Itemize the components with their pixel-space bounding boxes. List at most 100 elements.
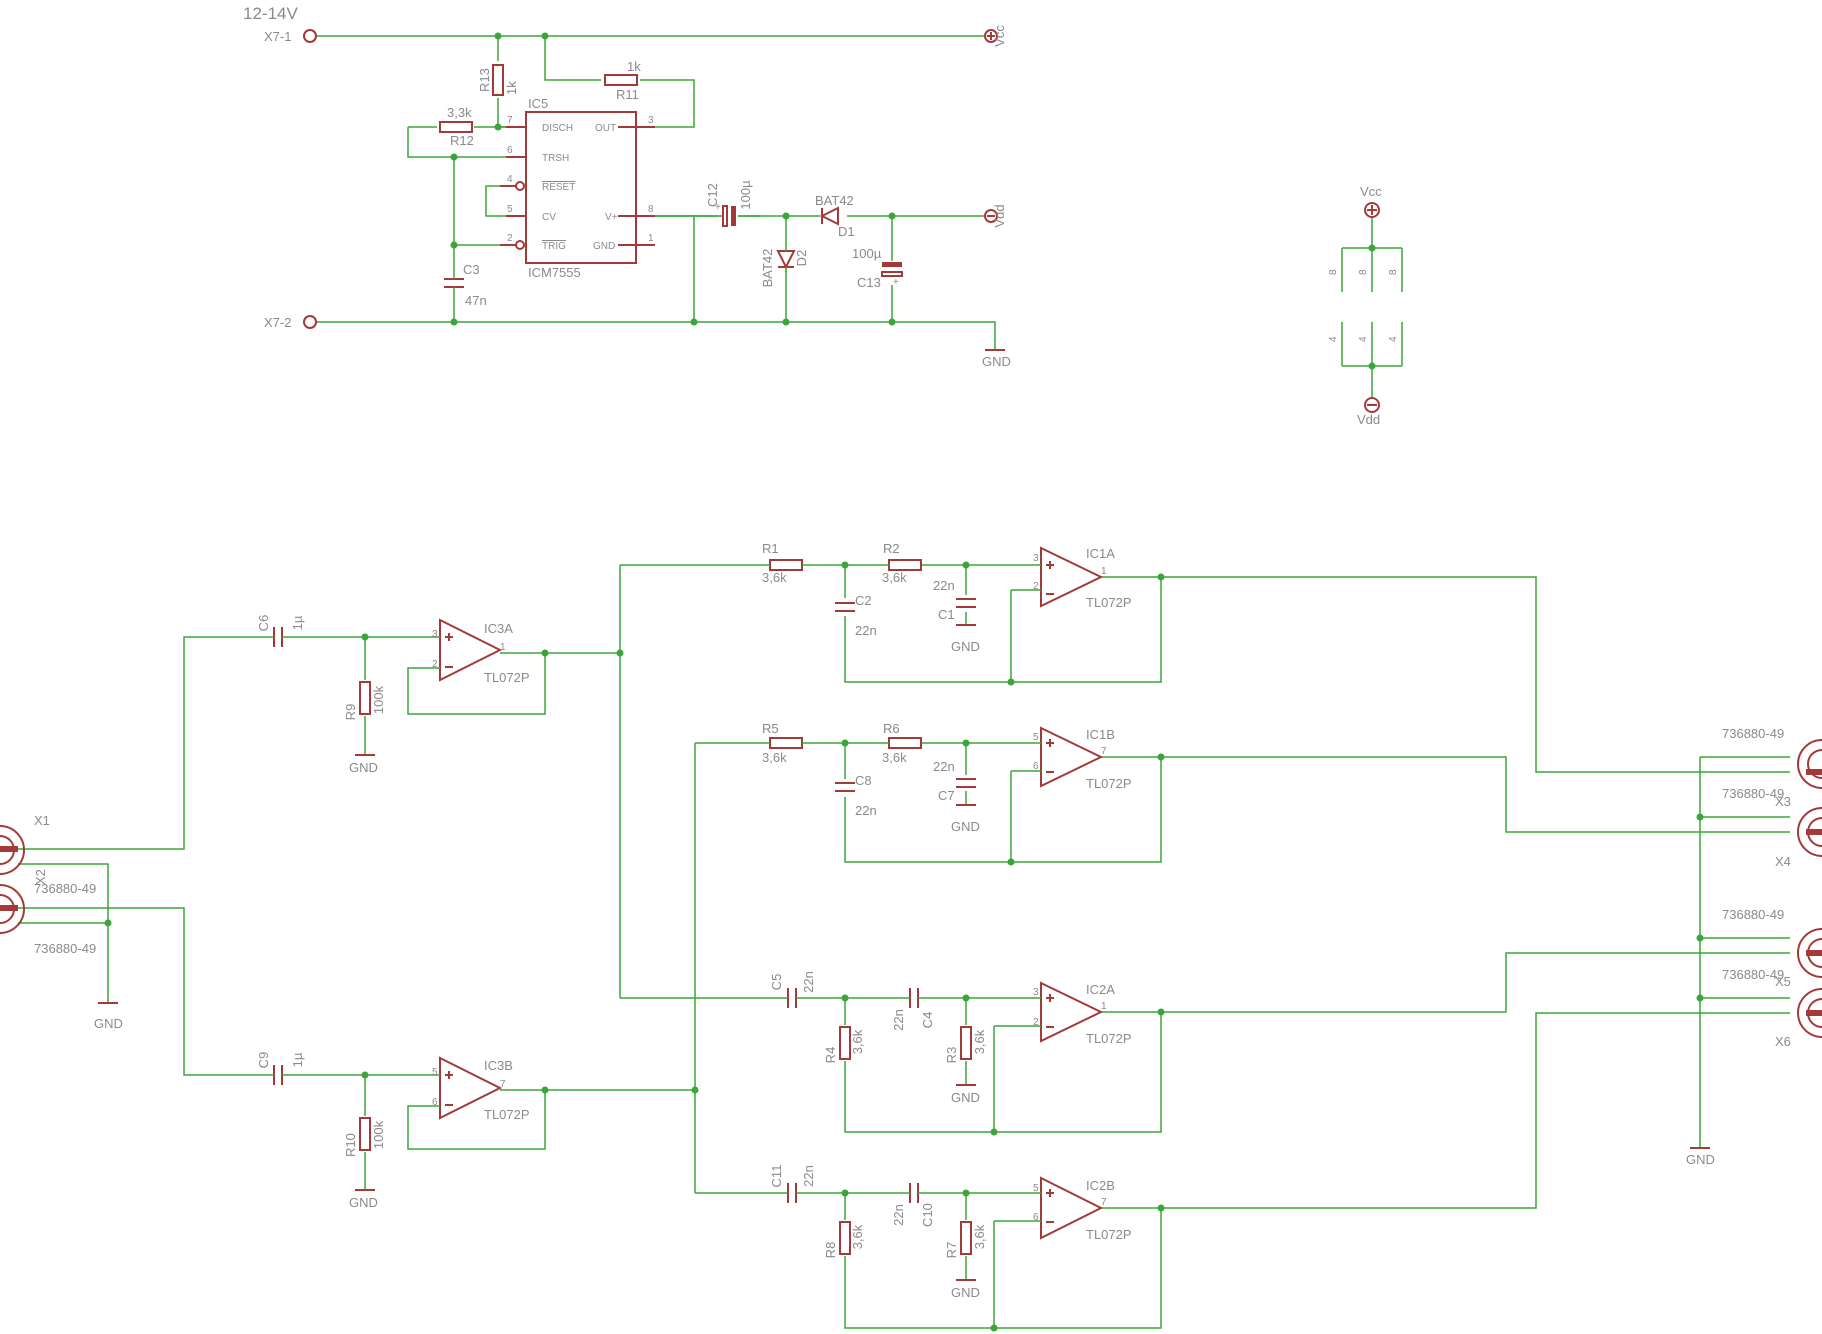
ic5-pin-number-6: 6 [507,145,513,156]
capacitor-c12: + [694,202,760,227]
diode-d2 [776,243,796,272]
x6-part: 736880-49 [1722,967,1784,982]
r11-value: 1k [627,59,641,74]
c4-value: 22n [891,1009,906,1031]
c7-name: C7 [938,788,955,803]
ic1a-pin-out: 1 [1101,566,1107,577]
x1-part: 736880-49 [34,881,96,896]
ic2a-pin-minus: 2 [1033,1017,1039,1028]
terminal-x7-2-label: X7-2 [264,315,291,330]
x5-part: 736880-49 [1722,907,1784,922]
r2-value: 3,6k [882,570,907,585]
gnd-label-r9: GND [349,760,378,775]
ic5-pin-disch: DISCH [542,123,573,134]
vcc-label-block: Vcc [1360,184,1382,199]
r3-name: R3 [944,1047,959,1064]
ic1b-type: TL072P [1086,776,1132,791]
c3-name: C3 [463,262,480,277]
r5-name: R5 [762,721,779,736]
gnd-label-r3: GND [951,1090,980,1105]
junctions [104,32,1704,1332]
gnd-label-output: GND [1686,1152,1715,1167]
capacitor-c10 [909,1183,919,1203]
supply-section: 12-14V X7-1 X7-2 Vcc Vdd GND R13 1k 1k R… [243,4,1399,427]
power-pin-4-c: 4 [1388,336,1399,342]
r8-name: R8 [823,1242,838,1259]
resistor-r8 [839,1221,851,1255]
ic1b-pin-minus: 6 [1033,761,1039,772]
capacitor-c8 [835,782,855,792]
gnd-label-input: GND [94,1016,123,1031]
capacitor-c1 [956,598,976,608]
c6-value: 1µ [290,615,305,630]
capacitor-c9 [268,1065,290,1085]
ic2b-pin-out: 7 [1101,1197,1107,1208]
opamp-ic1b [1031,726,1104,788]
c10-value: 22n [891,1204,906,1226]
svg-text:+: + [715,202,721,213]
r5-value: 3,6k [762,750,787,765]
r4-value: 3,6k [850,1029,865,1054]
ic2b-type: TL072P [1086,1227,1132,1242]
terminal-x7-2 [303,315,317,329]
d1-name: D1 [838,224,855,239]
ic5-pin-number-3: 3 [648,115,654,126]
r10-name: R10 [343,1133,358,1157]
ic3a-pin-minus: 2 [432,659,438,670]
c11-value: 22n [801,1165,816,1187]
ic5-pin-cv: CV [542,212,556,223]
r10-value: 100k [371,1120,386,1149]
ic1a-pin-minus: 2 [1033,581,1039,592]
c9-value: 1µ [290,1052,305,1067]
resistor-r2 [888,559,922,571]
r11-name: R11 [616,87,639,102]
d2-name: D2 [794,250,809,267]
vcc-label-top: Vcc [992,25,1007,47]
ic5-pin-number-1: 1 [648,233,654,244]
power-pin-8-a: 8 [1328,269,1339,275]
ic5-pin-out: OUT [595,123,616,134]
vcc-symbol-block [1364,202,1380,218]
r3-value: 3,6k [972,1029,987,1054]
c7-value: 22n [933,759,955,774]
diode-d1 [819,206,839,226]
ic5-pin-reset: RESET [542,182,575,193]
ic5-name: IC5 [528,96,548,111]
c13-value: 100µ [852,246,882,261]
ic2b-pin-plus: 5 [1033,1183,1039,1194]
c5-value: 22n [801,971,816,993]
opamp-ic2b [1031,1176,1104,1240]
opamps: IC3A TL072P 3 2 1 IC3B TL072P 5 6 7 IC1A… [432,546,1132,1242]
ic3b-type: TL072P [484,1107,530,1122]
ic5-pin-number-2: 2 [507,233,513,244]
r8-value: 3,6k [850,1224,865,1249]
ic3b-pin-out: 7 [500,1079,506,1090]
connector-x5 [1797,928,1822,978]
filter-parts: R1 3,6k R2 3,6k C2 22n 22n C1 GND R5 3,6… [760,541,987,1300]
gnd-label: GND [982,354,1011,369]
resistor-r11 [604,74,638,86]
r12-value: 3,3k [447,105,472,120]
c12-name: C12 [705,183,720,207]
capacitor-c5 [787,988,797,1008]
c2-name: C2 [855,593,872,608]
ic2a-pin-out: 1 [1101,1001,1107,1012]
gnd-label-c1: GND [951,639,980,654]
r13-value: 1k [504,81,519,95]
gnd-label-r7: GND [951,1285,980,1300]
input-section: X1 736880-49 X2 736880-49 GND C6 1µ R9 1… [0,615,386,1210]
r4-name: R4 [823,1047,838,1064]
c8-value: 22n [855,803,877,818]
ic1a-pin-plus: 3 [1033,553,1039,564]
vcc-symbol [984,29,998,43]
ic5-type: ICM7555 [528,265,581,280]
connector-x3 [1797,739,1822,789]
c9-name: C9 [256,1052,271,1069]
ic1b-pin-plus: 5 [1033,732,1039,743]
x6-name: X6 [1775,1034,1791,1049]
resistor-r7 [960,1221,972,1255]
vdd-label-top: Vdd [992,204,1007,227]
ic1b-name: IC1B [1086,727,1115,742]
ic2a-type: TL072P [1086,1031,1132,1046]
